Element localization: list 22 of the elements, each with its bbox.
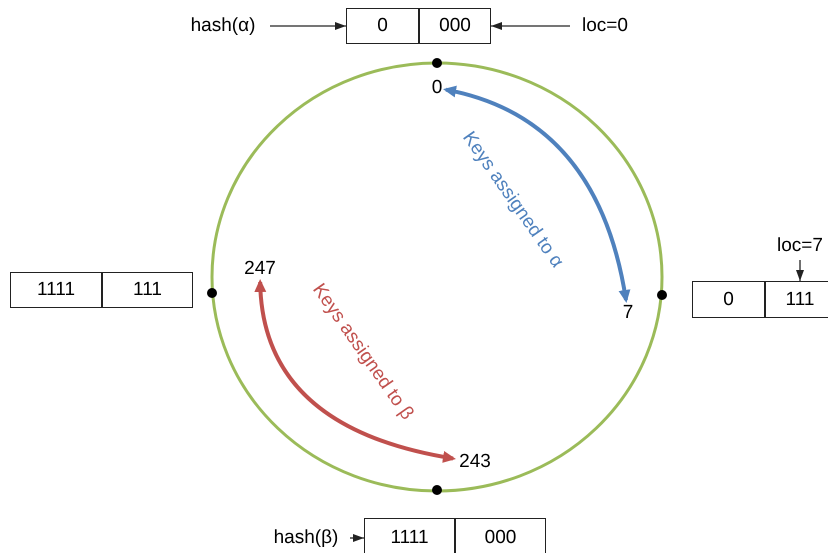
text-label: loc=0 bbox=[570, 11, 640, 41]
text-label: loc=7 bbox=[768, 232, 828, 260]
text-label: hash(α) bbox=[176, 11, 270, 41]
table-cell: 000 bbox=[455, 518, 546, 553]
position-label: 243 bbox=[453, 449, 497, 475]
table-cell: 000 bbox=[419, 8, 491, 44]
table-cell: 1111 bbox=[10, 272, 102, 308]
text-label: hash(β) bbox=[262, 524, 350, 552]
arrow bbox=[491, 22, 570, 30]
position-label: 247 bbox=[240, 256, 280, 282]
arrow bbox=[443, 86, 630, 303]
table-cell: 0 bbox=[692, 281, 765, 318]
arrow bbox=[270, 22, 346, 30]
position-label: 0 bbox=[428, 76, 446, 100]
table-cell: 111 bbox=[102, 272, 193, 308]
arrow bbox=[254, 279, 456, 462]
arrow bbox=[796, 260, 804, 281]
position-label: 7 bbox=[619, 300, 637, 326]
table-cell: 111 bbox=[765, 281, 828, 318]
table-cell: 0 bbox=[346, 8, 419, 44]
table-cell: 1111 bbox=[364, 518, 455, 553]
arrow bbox=[350, 534, 364, 542]
